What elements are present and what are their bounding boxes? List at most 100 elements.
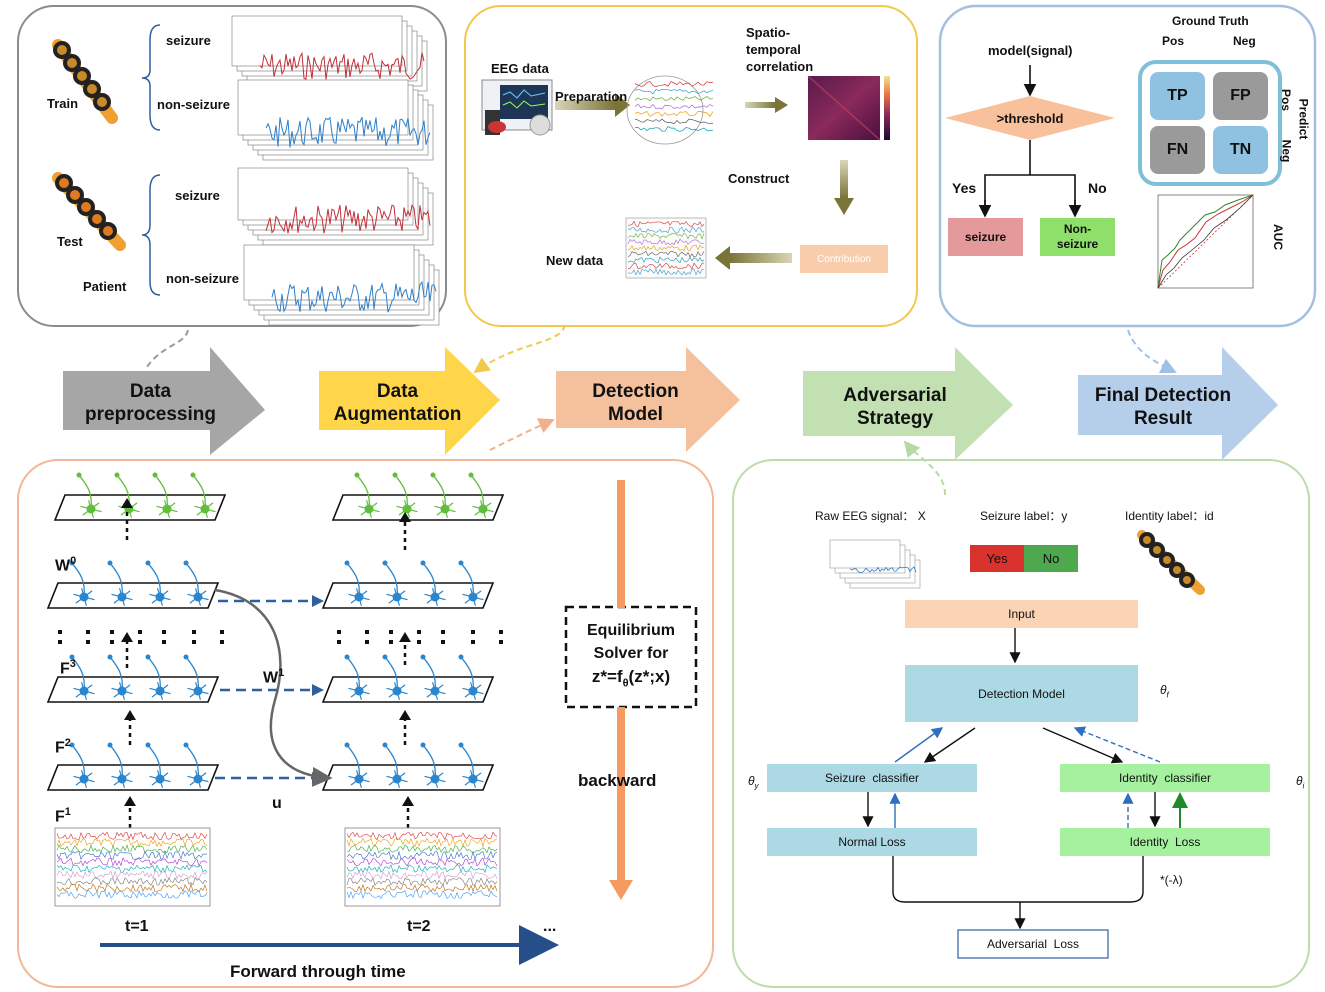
train-non-seizure-eeg-stack <box>237 79 434 161</box>
eeg-t1-trace-2 <box>56 844 208 854</box>
eeg-t1-trace-6 <box>56 870 208 880</box>
heatmap-colorbar <box>884 76 890 140</box>
label-yes-cell <box>970 545 1024 572</box>
eeg-t2-trace-6 <box>346 870 498 880</box>
connector-detection <box>489 418 555 451</box>
test-seizure-label: seizure <box>175 188 220 203</box>
identity-classifier-box <box>1060 764 1270 792</box>
adv-eeg-trace <box>849 566 917 574</box>
raw-eeg-label: Raw EEG signal： X <box>815 509 926 523</box>
stage-label-preprocessing: Data preprocessing <box>63 375 238 430</box>
spatio-label-1: Spatio- <box>746 25 791 40</box>
f1-sup: 1 <box>64 806 71 818</box>
seizure-classifier-box <box>767 764 977 792</box>
dot-row-t2 <box>337 630 503 644</box>
gt-neg-label: Neg <box>1233 34 1256 48</box>
stage-label-augmentation: Data Augmentation <box>310 375 485 430</box>
result-panel <box>938 4 1317 328</box>
stage-label-adversarial: Adversarial Strategy <box>805 379 985 434</box>
t2-label: t=2 <box>407 918 431 935</box>
solver-label: Equilibrium Solver for z*=fθ(z*;x) <box>566 612 696 702</box>
fn-cell <box>1150 126 1205 174</box>
eeg-t2-trace-1 <box>346 837 498 848</box>
fp-cell <box>1213 72 1268 120</box>
eeg-t1-trace-8 <box>56 882 208 893</box>
lambda-label: *(-λ) <box>1160 873 1183 887</box>
seizure-classifier-label: Seizure classifier <box>824 771 920 785</box>
theta-f-label: θf <box>1160 683 1169 699</box>
adversarial-loss-label: Adversarial Loss <box>986 937 1080 951</box>
backward-label: backward <box>578 771 657 790</box>
label-yes-text: Yes <box>986 551 1008 566</box>
w0-layer-t1 <box>46 560 220 609</box>
spatio-label-3: correlation <box>746 59 814 74</box>
stage-arrow-3 <box>556 347 740 452</box>
eeg-t1-trace-3 <box>56 850 208 861</box>
tp-label: TP <box>1167 87 1188 104</box>
preprocessing-panel <box>17 5 447 327</box>
label-no-cell <box>1024 545 1078 572</box>
correlation-arrowhead <box>775 97 788 113</box>
theta-i-text: θ <box>1296 774 1303 788</box>
stage-1-line2: preprocessing <box>85 403 216 425</box>
eeg-t2-trace-7 <box>346 877 498 886</box>
f2-layer-t1 <box>46 742 220 791</box>
theta-i-label: θi <box>1296 774 1304 790</box>
solver-line2: Solver for <box>593 644 669 662</box>
eeg-t1-trace-0 <box>56 831 208 841</box>
identity-label-text: Identity label：id <box>1125 509 1214 523</box>
stage-arrow-2 <box>319 347 500 455</box>
eeg-t1-trace-1 <box>56 838 208 848</box>
stage-arrow-5 <box>1078 347 1278 460</box>
normal-loss-box <box>767 828 977 856</box>
normal-loss-label: Normal Loss <box>838 835 906 849</box>
auc-label: AUC <box>1271 224 1285 250</box>
new-data-line-7 <box>627 262 705 270</box>
solver-eq-a: z*=f <box>591 666 623 686</box>
connector-preprocessing <box>144 329 189 371</box>
test-non-seizure-label: non-seizure <box>166 271 239 286</box>
test-label: Test <box>57 234 83 249</box>
new-data-line-4 <box>627 244 705 252</box>
eeg-t2-trace-8 <box>346 883 498 893</box>
backward-arrow <box>617 480 625 608</box>
yes-branch-label: Yes <box>952 180 977 196</box>
brace-test <box>141 174 161 296</box>
aug-signal-3 <box>634 103 714 110</box>
theta-y-sub: y <box>754 781 759 791</box>
t1-label: t=1 <box>125 918 149 935</box>
f2-text: F <box>55 739 65 757</box>
eeg-t2-trace-3 <box>346 850 498 861</box>
ellipsis-label: ... <box>543 918 557 935</box>
seizure-output-box <box>948 218 1023 256</box>
stage-5-line1: Final Detection <box>1094 384 1232 406</box>
theta-y-label: θy <box>748 774 759 790</box>
electrode-signals-icon <box>626 75 714 145</box>
gt-pos-label: Pos <box>1162 34 1185 48</box>
f3-layer-t2 <box>321 654 495 703</box>
stage-4-line1: Adversarial <box>843 384 947 406</box>
vertical-dashed-arrows <box>125 505 410 828</box>
non-seizure-output-box <box>1040 218 1115 256</box>
f3-text: F <box>60 660 70 678</box>
forward-label: Forward through time <box>230 962 406 981</box>
f1-text: F <box>55 808 65 826</box>
w1-text: W <box>263 669 279 687</box>
identity-loss-label: Identity Loss <box>1129 835 1201 849</box>
test-non-seizure-eeg-stack <box>243 244 440 326</box>
equilibrium-solver-box <box>564 605 698 709</box>
contribution-label: Contribution <box>817 253 871 265</box>
aug-signal-0 <box>634 81 714 87</box>
u-label: u <box>272 795 282 812</box>
connector-augmentation <box>473 324 566 374</box>
identity-classifier-label: Identity classifier <box>1118 771 1212 785</box>
train-seizure-eeg-stack <box>231 15 428 92</box>
detection-model-label: Detection Model <box>978 686 1065 701</box>
brace-train <box>141 24 161 131</box>
stage-arrow-1 <box>63 347 265 455</box>
eeg-t2-trace-0 <box>346 831 498 841</box>
aug-signal-2 <box>634 96 714 102</box>
input-box <box>905 600 1138 628</box>
contribution-box <box>800 245 888 273</box>
